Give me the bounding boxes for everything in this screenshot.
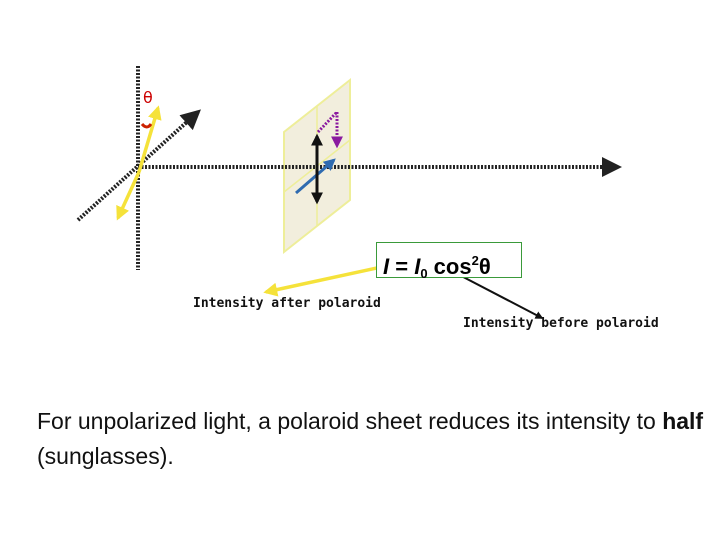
- caption-part1: For unpolarized light, a polaroid sheet …: [37, 408, 663, 434]
- depth-axis: [76, 109, 201, 222]
- caption-text: For unpolarized light, a polaroid sheet …: [37, 404, 717, 474]
- theta-label: θ: [143, 88, 153, 107]
- incident-polarization-arrow: [116, 171, 141, 221]
- transmission-axis-arrow: [295, 158, 336, 195]
- caption-part2: (sunglasses).: [37, 443, 174, 469]
- intensity-after-label: Intensity after polaroid: [193, 296, 381, 311]
- caption-bold: half: [662, 408, 704, 434]
- projection-line: [316, 110, 339, 134]
- formula-i0: I: [414, 254, 421, 279]
- theta-arc: [140, 122, 153, 129]
- formula-lhs: I: [383, 254, 390, 279]
- formula-theta: θ: [478, 254, 491, 279]
- intensity-before-label: Intensity before polaroid: [463, 316, 659, 331]
- formula-equals: =: [389, 254, 415, 279]
- incident-polarization-arrow: [137, 105, 162, 173]
- pointer-after: [263, 264, 387, 297]
- formula-cos: cos: [427, 254, 472, 279]
- malus-law-formula: I = I0 cos2θ: [376, 242, 522, 281]
- formula-superscript: 2: [471, 253, 479, 268]
- formula-subscript: 0: [420, 266, 428, 281]
